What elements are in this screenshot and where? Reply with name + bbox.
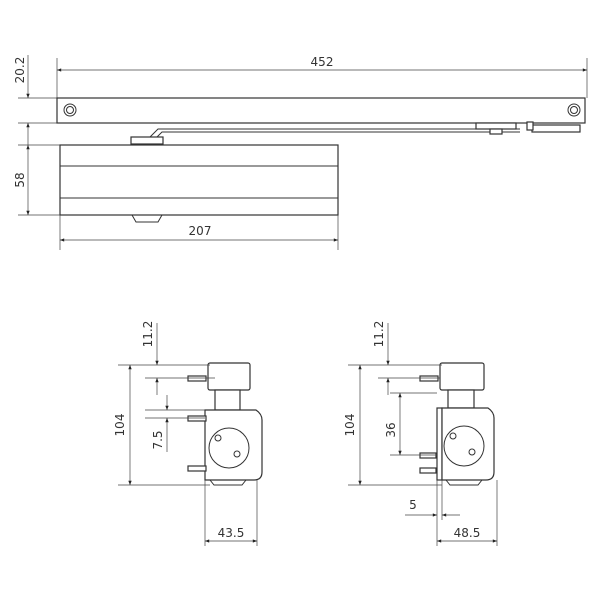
side-view-right: 104 11.2 36 5 48.5 [343, 321, 498, 546]
dim-58: 58 [13, 144, 60, 216]
dim-label-5: 5 [409, 498, 417, 512]
dim-452: 452 [56, 55, 588, 98]
dim-label-11-2-left: 11.2 [141, 321, 155, 348]
dim-label-20-2: 20.2 [13, 57, 27, 84]
dim-label-452: 452 [311, 55, 334, 69]
side-view-left: 104 11.2 7.5 43.5 [113, 321, 263, 546]
dim-label-36: 36 [384, 422, 398, 437]
closer-body [59, 144, 339, 223]
dim-207: 207 [59, 215, 339, 250]
dim-label-48-5: 48.5 [454, 526, 481, 540]
closer-profile [187, 362, 263, 486]
slide-rail [56, 97, 586, 124]
dim-label-207: 207 [189, 224, 212, 238]
top-view: 452 20.2 58 207 [13, 55, 588, 250]
dim-label-7-5: 7.5 [151, 430, 165, 449]
dim-label-104-left: 104 [113, 414, 127, 437]
arm [130, 121, 581, 145]
closer-profile-with-spacer [419, 362, 495, 486]
dim-label-104-right: 104 [343, 414, 357, 437]
dim-20-2: 20.2 [13, 55, 57, 145]
dim-label-58: 58 [13, 172, 27, 187]
dim-label-43-5: 43.5 [218, 526, 245, 540]
dim-label-11-2-right: 11.2 [372, 321, 386, 348]
